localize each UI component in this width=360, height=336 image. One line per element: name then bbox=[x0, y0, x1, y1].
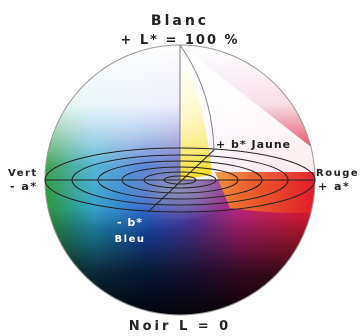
label-noir: Noir L = 0 bbox=[129, 319, 231, 334]
label-minus-a: - a* bbox=[10, 180, 38, 193]
label-rouge: Rouge bbox=[316, 168, 359, 179]
b-axis-line bbox=[147, 149, 215, 213]
label-blanc: Blanc bbox=[151, 13, 209, 29]
label-minus-b: - b* bbox=[117, 216, 143, 229]
label-l-100: + L* = 100 % bbox=[120, 33, 239, 48]
cutaway-edge bbox=[179, 44, 215, 151]
label-vert: Vert bbox=[8, 168, 38, 179]
label-yellow-axis: + b* Jaune bbox=[216, 138, 291, 151]
label-bleu: Bleu bbox=[115, 234, 146, 245]
label-plus-a: + a* bbox=[318, 180, 350, 193]
